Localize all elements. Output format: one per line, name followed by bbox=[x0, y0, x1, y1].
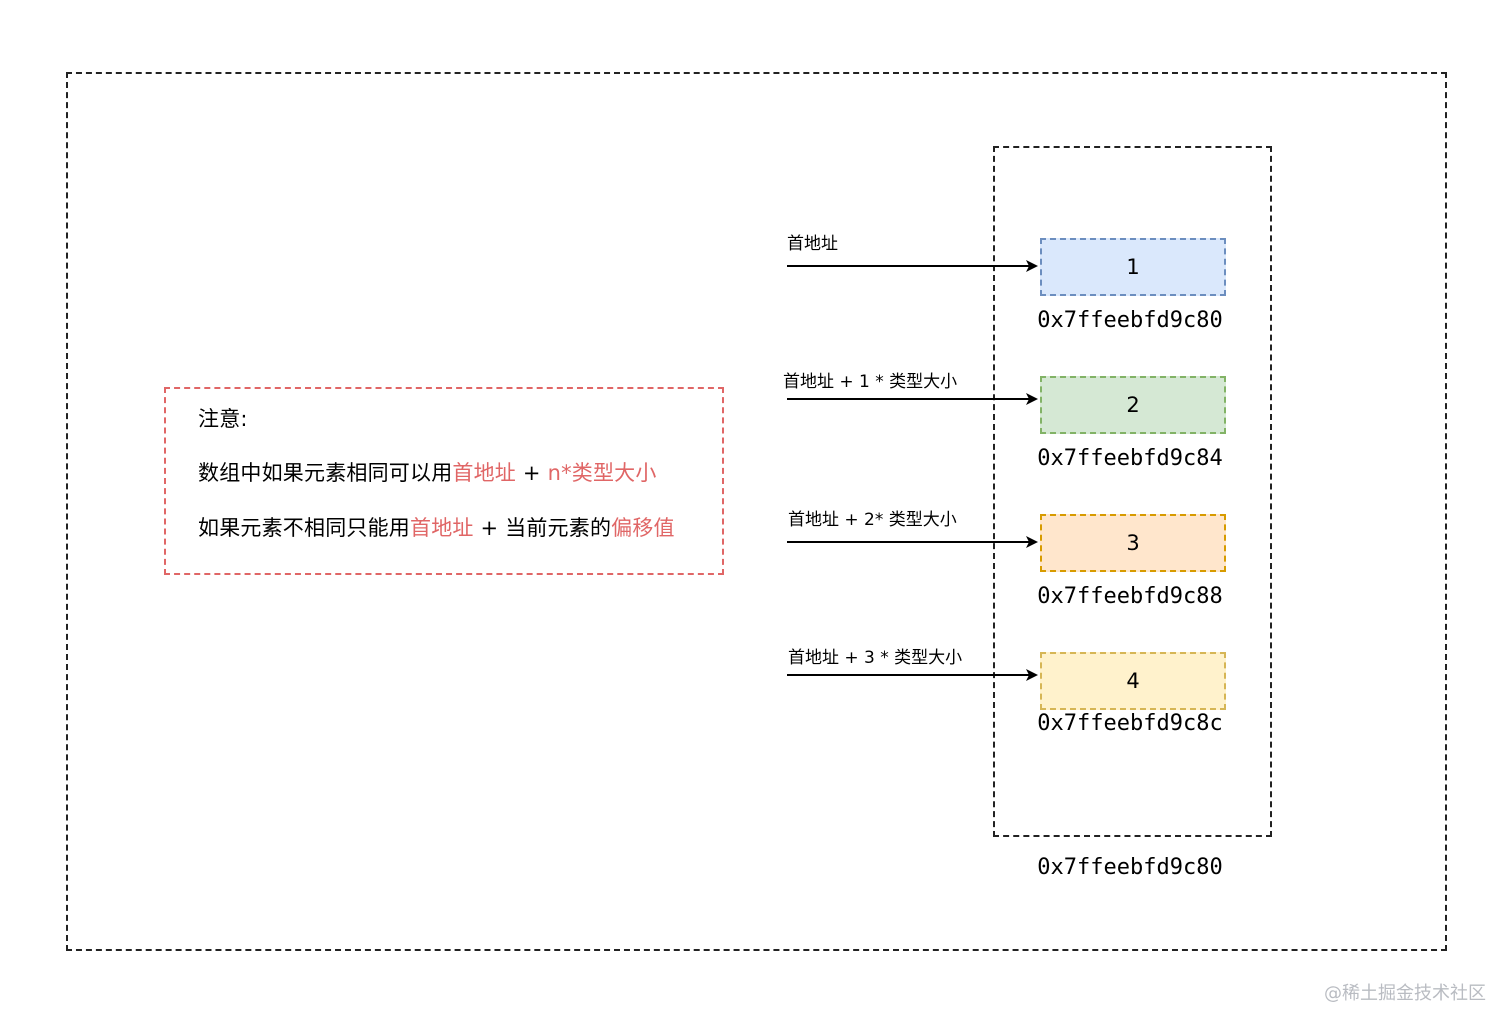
note-title: 注意: bbox=[198, 407, 248, 431]
arrow-label-2: 首地址 + 1 * 类型大小 bbox=[783, 372, 958, 392]
note-line-2-mid: + 当前元素的 bbox=[473, 516, 612, 540]
memory-block-address: 0x7ffeebfd9c80 bbox=[1037, 855, 1223, 880]
memory-cell-2: 2 bbox=[1040, 376, 1226, 434]
note-line-2: 如果元素不相同只能用首地址 + 当前元素的偏移值 bbox=[198, 512, 675, 542]
note-line-1-highlight-base: 首地址 bbox=[452, 461, 517, 485]
arrow-label-4: 首地址 + 3 * 类型大小 bbox=[788, 648, 963, 668]
memory-cell-4-value: 4 bbox=[1126, 669, 1140, 693]
note-box: 注意: 数组中如果元素相同可以用首地址 + n*类型大小 如果元素不相同只能用首… bbox=[164, 387, 724, 575]
arrow-label-1: 首地址 bbox=[787, 234, 838, 254]
note-line-1-plus: + bbox=[516, 461, 548, 485]
memory-cell-1-value: 1 bbox=[1126, 255, 1140, 279]
memory-block-frame bbox=[993, 146, 1272, 837]
memory-cell-3-value: 3 bbox=[1126, 531, 1140, 555]
arrow-label-3: 首地址 + 2* 类型大小 bbox=[788, 510, 957, 530]
memory-cell-1-address: 0x7ffeebfd9c80 bbox=[1037, 308, 1223, 333]
outer-frame bbox=[66, 72, 1447, 951]
note-line-2-text: 如果元素不相同只能用 bbox=[198, 516, 410, 540]
memory-cell-3-address: 0x7ffeebfd9c88 bbox=[1037, 584, 1223, 609]
note-line-1-text: 数组中如果元素相同可以用 bbox=[198, 461, 453, 485]
memory-cell-1: 1 bbox=[1040, 238, 1226, 296]
memory-cell-3: 3 bbox=[1040, 514, 1226, 572]
memory-cell-2-address: 0x7ffeebfd9c84 bbox=[1037, 446, 1223, 471]
note-line-1: 数组中如果元素相同可以用首地址 + n*类型大小 bbox=[198, 457, 657, 487]
memory-cell-4: 4 bbox=[1040, 652, 1226, 710]
memory-cell-4-address: 0x7ffeebfd9c8c bbox=[1037, 711, 1223, 736]
memory-cell-2-value: 2 bbox=[1126, 393, 1140, 417]
note-line-2-highlight-base: 首地址 bbox=[410, 516, 474, 540]
note-line-1-highlight-size: n*类型大小 bbox=[547, 461, 657, 485]
watermark: @稀土掘金技术社区 bbox=[1324, 983, 1486, 1004]
note-line-2-highlight-offset: 偏移值 bbox=[611, 516, 675, 540]
